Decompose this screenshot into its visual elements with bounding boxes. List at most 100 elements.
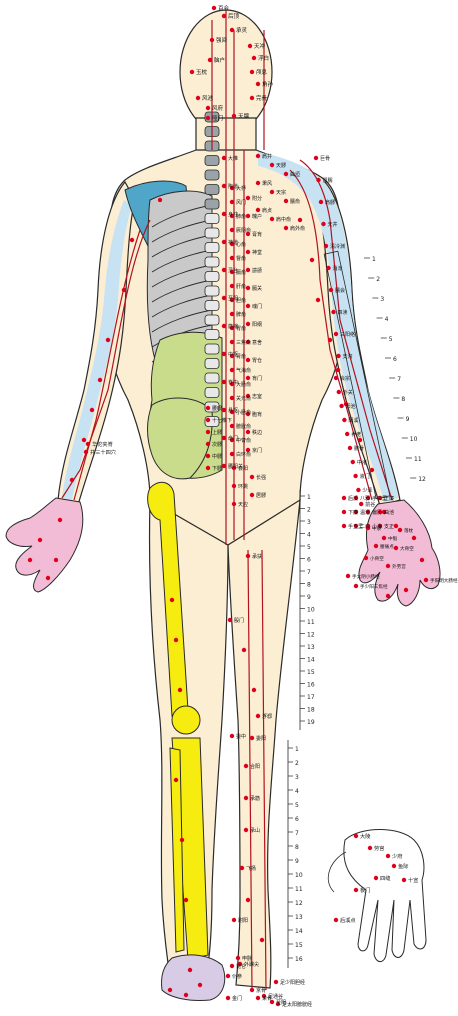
back-point-label: 小肠俞	[236, 409, 251, 416]
acupoint-marker	[377, 523, 383, 529]
vertebra	[204, 256, 220, 268]
back-point-label: 次髎	[212, 441, 222, 448]
vertebra	[204, 372, 220, 384]
acupoint-marker	[229, 437, 235, 443]
back-point-label: 下髎	[212, 466, 222, 472]
head-point-label: 角孙	[262, 80, 274, 88]
ruler-number: 8	[307, 582, 311, 589]
acupoint-marker	[365, 495, 371, 501]
ruler-number: 16	[307, 682, 315, 689]
acupoint-marker	[255, 713, 261, 719]
head-point-label: 脑户	[214, 56, 225, 64]
back-point-label: 魄户	[252, 213, 262, 220]
acupoint-marker	[229, 297, 235, 303]
hand-point-label: 大骨空	[400, 545, 414, 552]
leg-point-label: 飞扬	[246, 865, 256, 872]
ruler-number: 11	[414, 456, 422, 463]
acupoint-marker	[211, 5, 217, 11]
acupoint-marker	[57, 517, 63, 523]
acupoint-marker	[331, 309, 336, 315]
leg-point-label: 合阳	[250, 763, 260, 770]
back-point-label: 灵台	[228, 267, 238, 274]
ruler-number: 1	[295, 746, 299, 753]
back-point-label: 天宗	[276, 189, 286, 196]
acupoint-marker	[419, 557, 425, 563]
back-point-label: 腰阳关	[228, 463, 243, 470]
acupoint-marker	[177, 687, 183, 693]
acupoint-marker	[381, 535, 387, 541]
acupoint-marker	[245, 339, 251, 345]
acupoint-marker	[357, 437, 363, 443]
acupoint-marker	[249, 69, 255, 75]
back-point-label: 胞肓	[252, 411, 262, 418]
acupoint-marker	[221, 267, 227, 273]
back-point-label: 胃俞	[236, 325, 246, 332]
acupoint-marker	[345, 573, 351, 579]
acupoint-marker	[245, 267, 251, 273]
ruler-number: 2	[295, 760, 299, 767]
right-arm-meridian-band	[258, 152, 398, 502]
hand-point-label: 中泉	[372, 525, 382, 532]
arm-point-label: 会宗	[340, 375, 350, 382]
arm-point-label: 支正	[384, 523, 394, 530]
ruler-number: 4	[295, 788, 299, 795]
ruler-number: 19	[307, 719, 315, 726]
acupoint-marker	[229, 963, 235, 969]
arm-point-label: 阳池	[346, 403, 356, 410]
hand-point-label: 中魁	[388, 535, 398, 542]
acupoint-marker	[227, 617, 233, 623]
palm-point-label: 十宣	[408, 876, 418, 884]
acupoint-marker	[229, 241, 235, 247]
leg-point-label: 至阴	[276, 999, 286, 1006]
acupoint-marker	[385, 853, 391, 859]
hand-point-label: 小骨空	[370, 555, 384, 562]
acupoint-marker	[229, 311, 235, 317]
ruler-number: 11	[307, 619, 315, 626]
arm-point-label: 八邪	[360, 495, 370, 502]
ruler-number: 13	[307, 644, 315, 651]
foot-bones	[161, 954, 226, 1001]
ruler-number: 12	[307, 632, 315, 639]
back-point-label: 居髎	[256, 493, 266, 499]
vertebra	[204, 314, 220, 326]
ruler-number: 15	[295, 942, 303, 949]
vertebra	[204, 358, 220, 369]
leg-point-label: 束骨	[262, 996, 272, 1002]
acupoint-marker	[363, 555, 369, 561]
leg-point-label: 申脉	[242, 955, 252, 962]
arm-point-label: 后溪	[348, 495, 358, 502]
acupoint-marker	[27, 557, 33, 563]
back-point-label: 中髎	[212, 453, 222, 460]
acupoint-marker	[249, 987, 255, 993]
ruler-number: 5	[295, 802, 299, 809]
vertebra	[204, 242, 220, 253]
ruler-number: 4	[307, 532, 311, 539]
back-point-label: 膏肓	[252, 231, 262, 238]
acupoint-marker	[221, 155, 227, 161]
ruler-number: 6	[295, 816, 299, 823]
head-point-label: 完骨	[256, 94, 268, 102]
acupoint-marker	[229, 325, 235, 331]
left-arm-meridian-band	[62, 200, 132, 500]
leg-point-label: 委阳	[256, 735, 266, 742]
ruler-number: 13	[295, 914, 303, 921]
back-point-label: 脊中	[228, 379, 238, 386]
back-point-label: 譩譆	[252, 267, 262, 274]
acupoint-marker	[356, 487, 361, 493]
vertebra	[204, 387, 220, 398]
back-point-label: 肾俞	[236, 353, 246, 360]
acupoint-marker	[341, 509, 347, 515]
acupoint-marker	[53, 557, 59, 563]
arm-point-label: 手三里	[372, 495, 387, 502]
acupoint-marker	[327, 337, 333, 343]
acupoint-marker	[173, 777, 179, 783]
acupoint-marker	[231, 113, 237, 119]
acupoint-marker	[245, 447, 251, 453]
hand-point-label: 手太阴小肠经	[352, 573, 380, 580]
acupoint-marker	[221, 13, 227, 19]
acupoint-marker	[342, 417, 347, 423]
back-point-label: 筋缩	[228, 323, 238, 330]
vertebra	[204, 329, 220, 340]
acupoint-marker	[353, 833, 359, 839]
acupoint-marker	[373, 543, 379, 549]
